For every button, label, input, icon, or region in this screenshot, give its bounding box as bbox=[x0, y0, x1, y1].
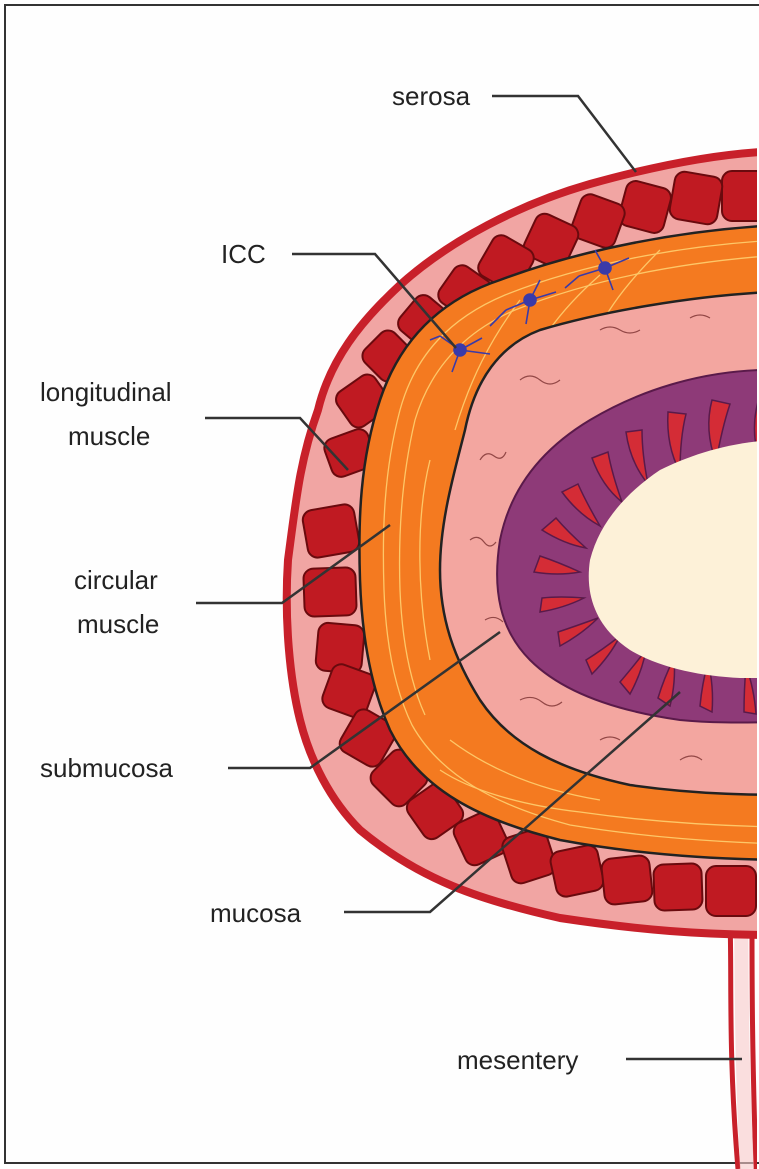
longitudinal-muscle-label-line2: muscle bbox=[68, 416, 150, 456]
icc-label: ICC bbox=[221, 234, 266, 274]
serosa-label: serosa bbox=[392, 76, 470, 116]
circular-muscle-label-line2: muscle bbox=[77, 604, 159, 644]
mesentery bbox=[730, 920, 756, 1169]
mesentery-label: mesentery bbox=[457, 1040, 578, 1080]
serosa-leader bbox=[492, 96, 636, 172]
longitudinal-muscle-label-line1: longitudinal bbox=[40, 372, 172, 412]
submucosa-label: submucosa bbox=[40, 748, 173, 788]
mucosa-label: mucosa bbox=[210, 893, 301, 933]
circular-muscle-label-line1: circular bbox=[74, 560, 158, 600]
